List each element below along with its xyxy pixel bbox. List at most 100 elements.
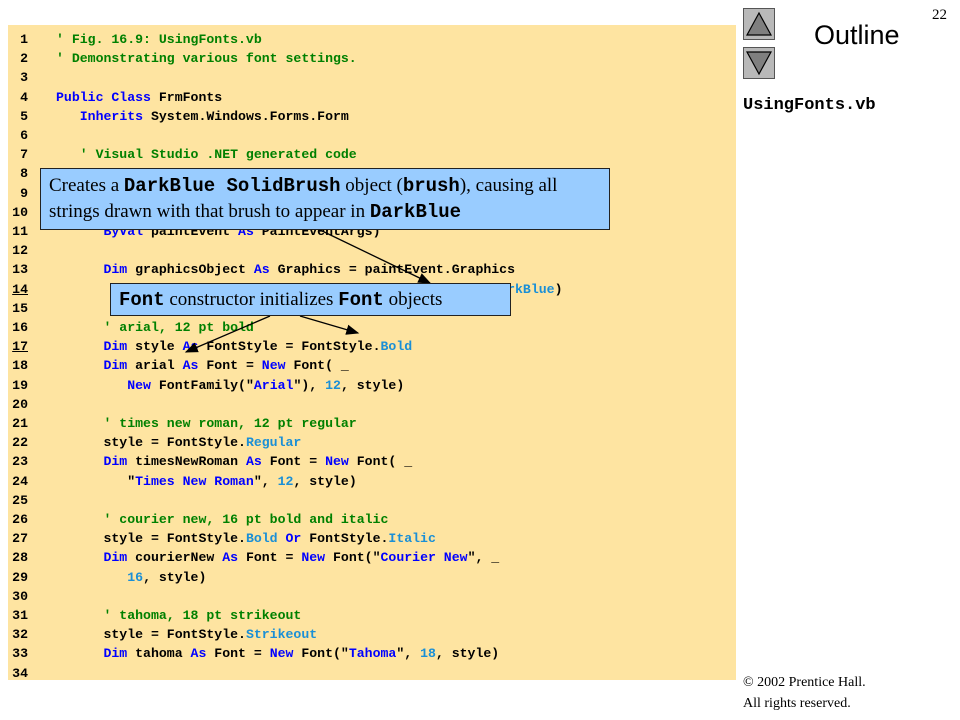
code-token: As [222, 550, 239, 566]
code-token: Inherits [79, 108, 144, 124]
code-token: tahoma [127, 646, 191, 662]
code-token: " [56, 473, 136, 489]
line-number: 24 [12, 473, 28, 489]
code-line: 30 [8, 587, 56, 606]
line-number: 5 [20, 108, 28, 124]
next-slide-button[interactable] [743, 47, 775, 79]
line-number: 30 [12, 588, 28, 604]
code-token: , style) [293, 473, 357, 489]
line-number: 18 [12, 358, 28, 374]
triangle-up-icon [745, 11, 773, 36]
line-number: 6 [20, 128, 28, 143]
code-line: 16 ' arial, 12 pt bold [8, 318, 254, 337]
code-token: Dim [103, 358, 128, 374]
code-token: style = FontStyle. [56, 531, 246, 547]
code-token: 16 [127, 569, 144, 585]
code-token: FontStyle = FontStyle. [198, 339, 381, 355]
code-line: 29 16, style) [8, 568, 206, 587]
line-number: 4 [20, 89, 28, 105]
code-token: Courier New [380, 550, 468, 566]
code-token: 18 [420, 646, 436, 662]
code-line: 27 style = FontStyle.Bold Or FontStyle.I… [8, 529, 436, 548]
page-number: 22 [932, 7, 947, 23]
code-token: New [127, 377, 151, 393]
code-token: ", [396, 646, 421, 662]
code-token: Dim [103, 646, 128, 662]
line-number: 8 [20, 166, 28, 182]
code-line: 23 Dim timesNewRoman As Font = New Font(… [8, 452, 412, 471]
line-number: 16 [12, 320, 28, 335]
callout-text: Creates a [49, 175, 124, 196]
code-token: ' Demonstrating various font settings. [56, 51, 357, 67]
code-token: Dim [103, 262, 128, 278]
code-token: style [127, 339, 183, 355]
code-token: courierNew [127, 550, 223, 566]
callout-text: objects [383, 289, 443, 310]
code-token: ", _ [467, 550, 500, 566]
callout-code: brush [402, 175, 460, 197]
code-token: As [245, 454, 262, 470]
code-token: Dim [103, 339, 128, 355]
code-line: 9 [8, 184, 56, 203]
code-token: Font(" [293, 646, 349, 662]
code-token: New [261, 358, 286, 374]
code-token: ' arial, 12 pt bold [56, 320, 254, 335]
line-number: 1 [20, 32, 28, 47]
line-number: 28 [12, 550, 28, 566]
code-token: Bold [380, 339, 413, 355]
code-token: Times New Roman [135, 473, 254, 489]
code-line: 24 "Times New Roman", 12, style) [8, 472, 357, 491]
code-line: 28 Dim courierNew As Font = New Font("Co… [8, 548, 499, 567]
code-token: ", [253, 473, 278, 489]
code-token: 12 [277, 473, 294, 489]
line-number: 22 [12, 435, 28, 451]
code-token: ' courier new, 16 pt bold and italic [56, 512, 389, 527]
code-token: FontStyle. [301, 531, 389, 547]
code-token: , style) [340, 377, 405, 393]
code-line: 10 [8, 203, 56, 222]
code-token: Strikeout [245, 627, 318, 643]
code-line: 12 [8, 241, 56, 260]
outline-title: Outline [814, 20, 900, 50]
line-number: 27 [12, 531, 28, 547]
code-token: Font( _ [348, 454, 413, 470]
code-token: timesNewRoman [127, 454, 246, 470]
code-line: 8 [8, 164, 56, 183]
callout-code: Font [119, 289, 165, 311]
code-line: 33 Dim tahoma As Font = New Font("Tahoma… [8, 644, 499, 663]
line-number: 31 [12, 608, 28, 623]
callout-text: ), causing all strings drawn with that b… [49, 175, 558, 222]
previous-slide-button[interactable] [743, 8, 775, 40]
code-line: 1' Fig. 16.9: UsingFonts.vb [8, 30, 262, 49]
brush-arrow [317, 228, 432, 284]
code-line: 18 Dim arial As Font = New Font( _ [8, 356, 349, 375]
code-line: 31 ' tahoma, 18 pt strikeout [8, 606, 301, 625]
line-number: 19 [12, 377, 28, 393]
code-token: FrmFonts [150, 89, 223, 105]
code-token: , style) [435, 646, 500, 662]
code-line: 34 [8, 664, 56, 683]
code-line: 32 style = FontStyle.Strikeout [8, 625, 317, 644]
code-token: ' times new roman, 12 pt regular [56, 416, 357, 431]
line-number: 21 [12, 416, 28, 431]
code-token: As [253, 262, 270, 278]
code-token: , style) [143, 569, 207, 585]
code-token: Font = [198, 358, 262, 374]
code-line: 13 Dim graphicsObject As Graphics = pain… [8, 260, 515, 279]
code-line: 19 New FontFamily("Arial"), 12, style) [8, 376, 404, 395]
line-number: 13 [12, 262, 28, 278]
code-line: 21 ' times new roman, 12 pt regular [8, 414, 357, 433]
code-line: 22 style = FontStyle.Regular [8, 433, 301, 452]
code-token: New [301, 550, 326, 566]
code-token: Or [285, 531, 302, 547]
callout-code: Font [338, 289, 384, 311]
code-token: ' tahoma, 18 pt strikeout [56, 608, 302, 623]
line-number: 26 [12, 512, 28, 527]
code-token: style = FontStyle. [56, 435, 246, 451]
line-number: 32 [12, 627, 28, 643]
line-number: 33 [12, 646, 28, 662]
code-token: As [190, 646, 207, 662]
code-token: Dim [103, 550, 128, 566]
